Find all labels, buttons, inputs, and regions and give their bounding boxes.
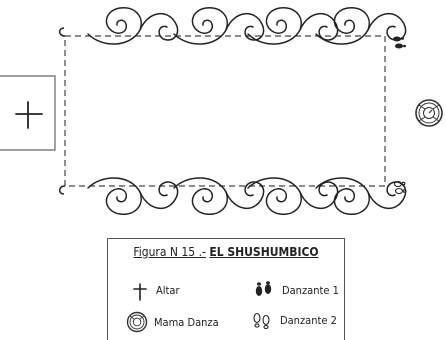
footprints-outline-icon (393, 180, 407, 195)
top-spiral-2 (173, 6, 265, 45)
legend-title-prefix: Figura N 15 .- (133, 245, 206, 259)
legend-footprints-filled-icon (255, 281, 272, 296)
cross-icon (15, 101, 43, 129)
legend-cross-icon (133, 283, 147, 301)
top-spiral-1 (87, 6, 179, 45)
top-spiral-3 (247, 6, 339, 45)
legend: Figura N 15 .- EL SHUSHUMBICO Altar Danz… (107, 238, 345, 340)
legend-label-altar: Altar (156, 284, 180, 297)
top-left-curl (58, 27, 66, 37)
altar-box (0, 75, 56, 151)
bottom-spiral-2 (173, 177, 265, 216)
top-spiral-4 (315, 6, 407, 45)
legend-title: Figura N 15 .- EL SHUSHUMBICO (108, 245, 344, 259)
legend-label-danzante-2: Danzante 2 (280, 314, 337, 327)
legend-drum-icon (126, 311, 148, 333)
legend-title-name: EL SHUSHUMBICO (209, 245, 319, 259)
footprints-filled-icon (393, 36, 406, 49)
drum-icon (415, 99, 443, 127)
bottom-spiral-3 (247, 177, 339, 216)
legend-label-danzante-1: Danzante 1 (282, 284, 339, 297)
legend-label-mama-danza: Mama Danza (154, 316, 219, 329)
dance-path (64, 35, 386, 187)
legend-footprints-outline-icon (253, 312, 270, 329)
bottom-spiral-4 (315, 177, 407, 216)
bottom-left-curl (58, 185, 66, 195)
bottom-spiral-1 (87, 177, 179, 216)
